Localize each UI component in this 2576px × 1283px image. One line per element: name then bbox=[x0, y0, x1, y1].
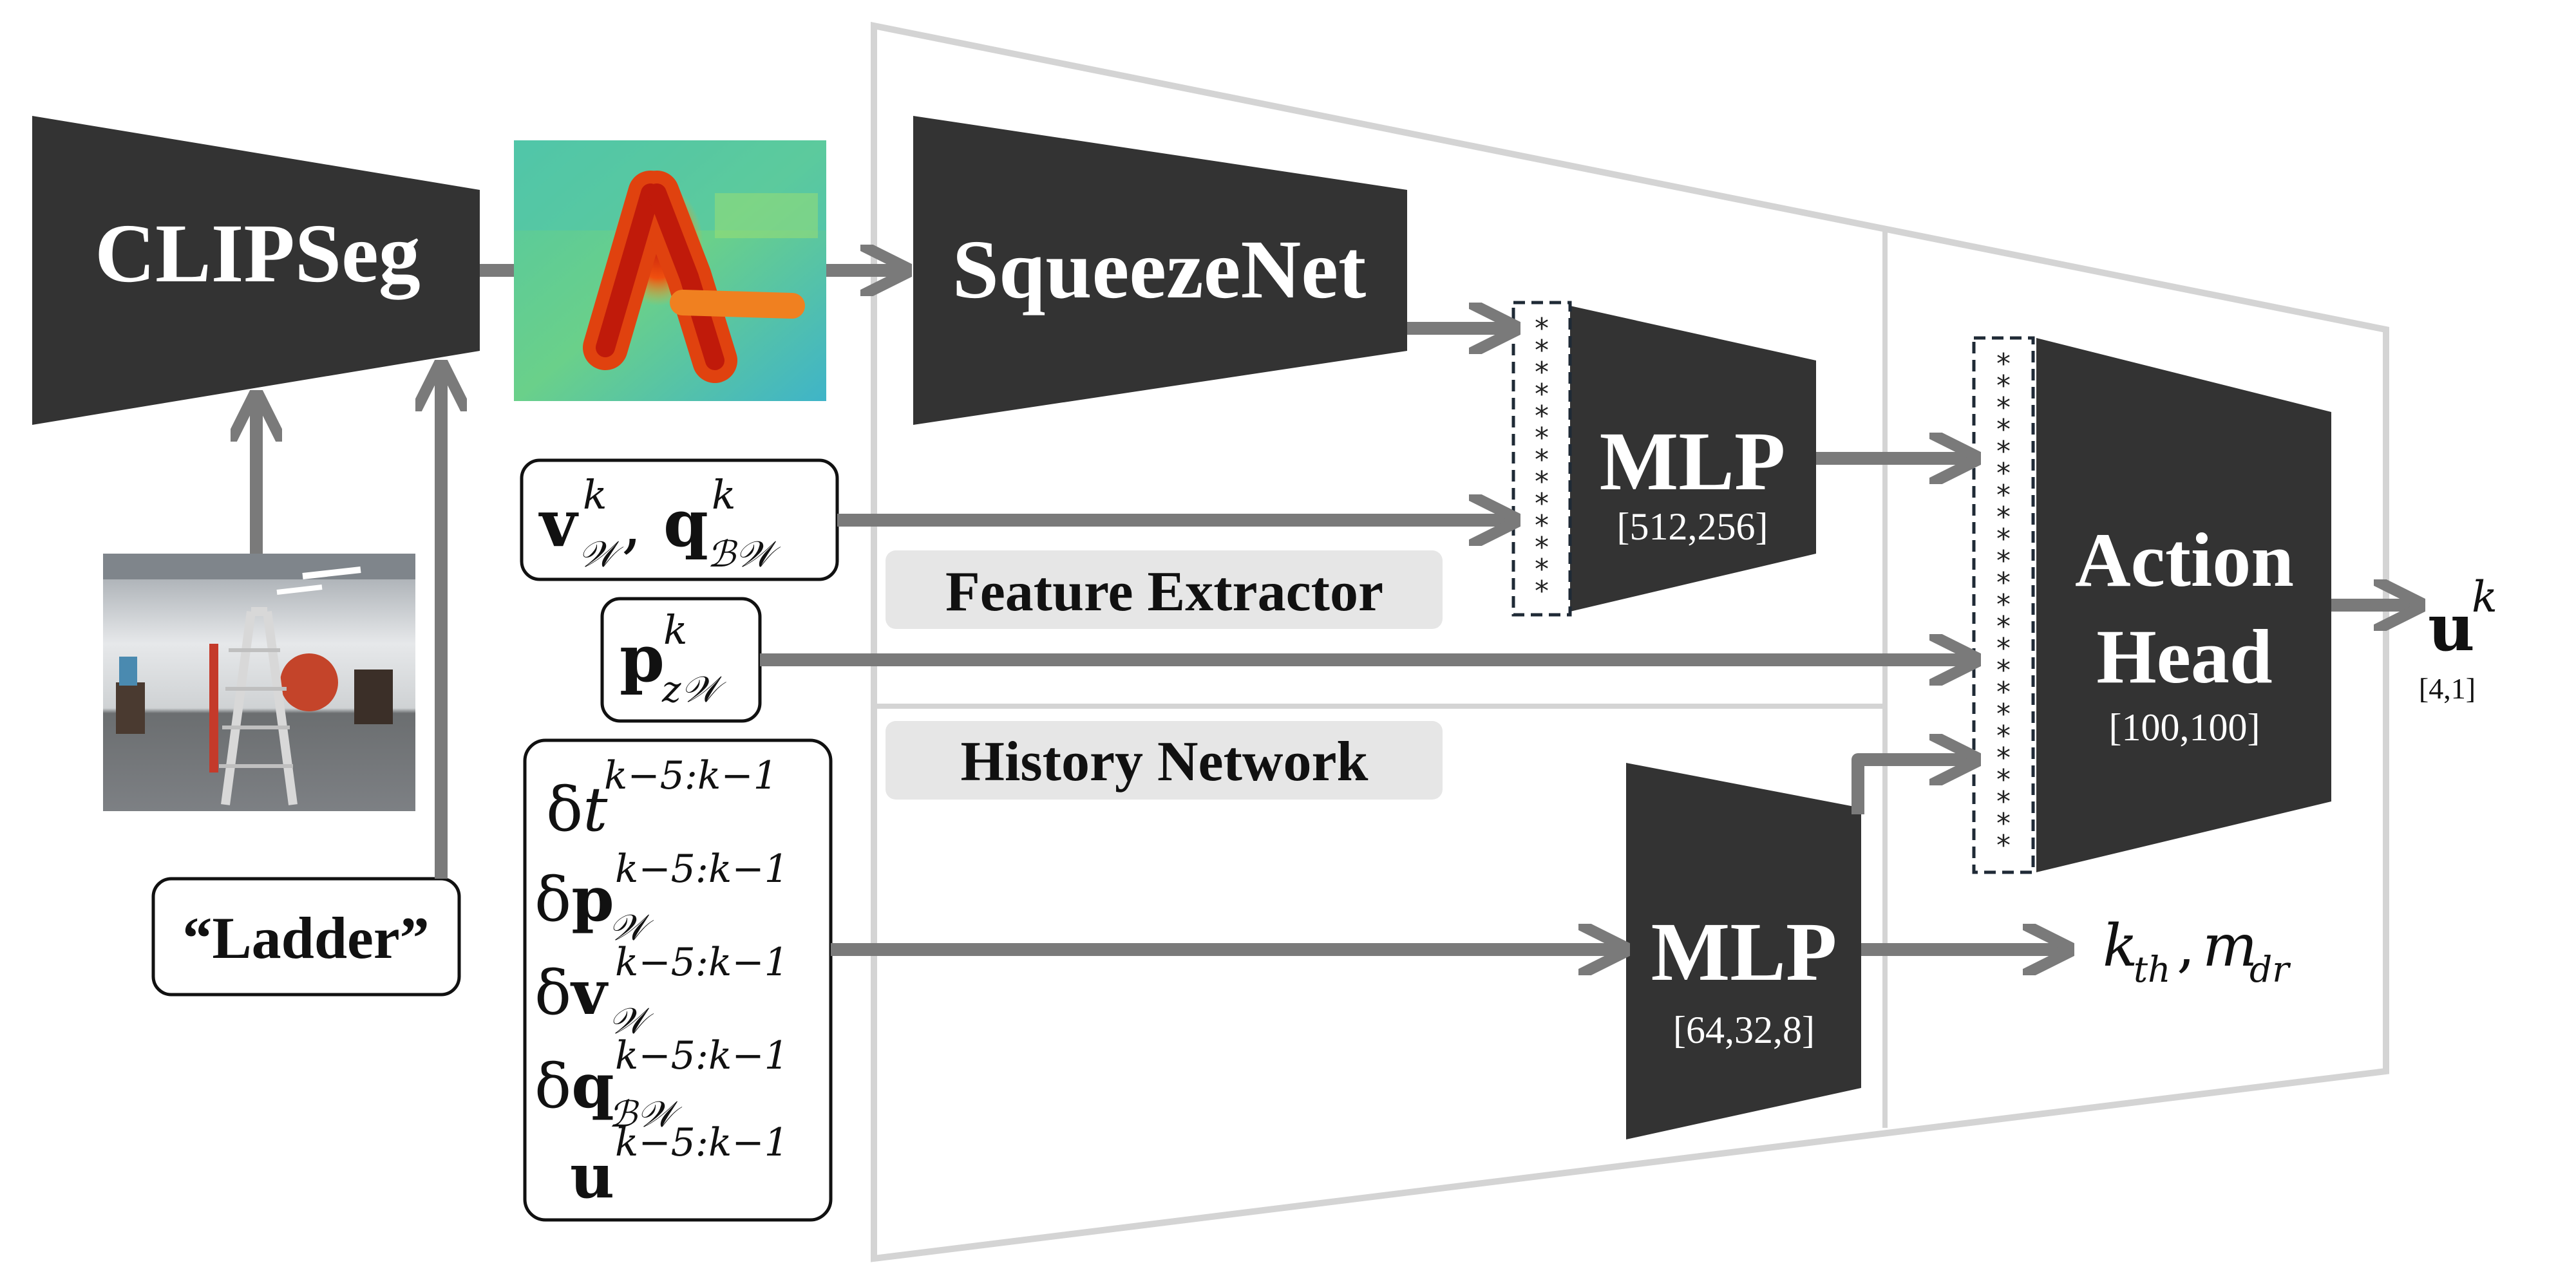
concat-element: * bbox=[1995, 501, 2012, 534]
concat-element: * bbox=[1995, 348, 2012, 380]
svg-text:k: k bbox=[2472, 572, 2497, 622]
svg-text:ℬ𝒲: ℬ𝒲 bbox=[707, 534, 781, 576]
concat-element: * bbox=[1995, 654, 2012, 687]
concat-element: * bbox=[1995, 567, 2012, 599]
feature-concat-vector: ************* bbox=[1511, 301, 1572, 617]
svg-text:k−5:k−1: k−5:k−1 bbox=[604, 753, 778, 798]
action-concat-vector: *********************** bbox=[1972, 336, 2035, 874]
concat-element: * bbox=[1533, 334, 1551, 367]
history-input: δt k−5:k−1 δp k−5:k−1 𝒲 δv k−5:k−1 𝒲 δq … bbox=[523, 738, 833, 1222]
svg-text:dr: dr bbox=[2249, 949, 2291, 990]
concat-element: * bbox=[1995, 763, 2012, 796]
concat-element: * bbox=[1995, 523, 2012, 556]
svg-text:k−5:k−1: k−5:k−1 bbox=[615, 940, 789, 985]
history-mlp-dims: [64,32,8] bbox=[1673, 1009, 1815, 1051]
squeezenet-label: SqueezeNet bbox=[952, 223, 1367, 316]
action-head-dims: [100,100] bbox=[2109, 706, 2260, 749]
concat-element: * bbox=[1995, 785, 2012, 818]
concat-element: * bbox=[1995, 413, 2012, 446]
history-network-label: History Network bbox=[961, 731, 1368, 793]
velocity-orientation-input: v k 𝒲 , q k ℬ𝒲 bbox=[520, 458, 839, 581]
svg-text:δq: δq bbox=[535, 1051, 614, 1122]
concat-element: * bbox=[1995, 720, 2012, 753]
concat-element: * bbox=[1995, 479, 2012, 512]
feature-mlp-dims: [512,256] bbox=[1617, 505, 1768, 548]
svg-text:δt: δt bbox=[546, 774, 608, 845]
svg-text:k−5:k−1: k−5:k−1 bbox=[615, 847, 789, 892]
svg-text:k−5:k−1: k−5:k−1 bbox=[615, 1120, 789, 1165]
clipseg-label: CLIPSeg bbox=[95, 207, 421, 300]
concat-element: * bbox=[1995, 457, 2012, 490]
concat-element: * bbox=[1533, 312, 1551, 345]
concat-element: * bbox=[1533, 465, 1551, 498]
svg-text:ℬ𝒲: ℬ𝒲 bbox=[609, 1094, 683, 1136]
concat-element: * bbox=[1533, 400, 1551, 433]
concat-element: * bbox=[1995, 435, 2012, 468]
action-head-block: Action Head [100,100] bbox=[2036, 338, 2331, 872]
clipseg-block: CLIPSeg bbox=[32, 116, 480, 425]
concat-element: * bbox=[1533, 575, 1551, 608]
svg-text:δv: δv bbox=[535, 957, 609, 1029]
svg-text:th: th bbox=[2134, 949, 2171, 990]
history-mlp-label: MLP bbox=[1651, 906, 1837, 998]
svg-text:u: u bbox=[570, 1141, 614, 1212]
concat-element: * bbox=[1995, 545, 2012, 577]
concat-element: * bbox=[1995, 676, 2012, 709]
svg-text:δp: δp bbox=[535, 864, 614, 935]
concat-element: * bbox=[1533, 487, 1551, 520]
concat-element: * bbox=[1533, 509, 1551, 542]
svg-text:k−5:k−1: k−5:k−1 bbox=[615, 1033, 789, 1078]
position-input: p k z𝒲 bbox=[600, 597, 762, 723]
action-head-label-1: Action bbox=[2075, 517, 2294, 603]
concat-element: * bbox=[1995, 610, 2012, 643]
concat-element: * bbox=[1533, 553, 1551, 586]
svg-text:,: , bbox=[2177, 912, 2195, 980]
history-mlp-block: MLP [64,32,8] bbox=[1626, 763, 1861, 1139]
arrows bbox=[256, 270, 2415, 950]
svg-text:p: p bbox=[620, 621, 665, 697]
concat-element: * bbox=[1533, 444, 1551, 476]
control-output: u k [4,1] bbox=[2419, 572, 2497, 705]
concat-element: * bbox=[1995, 391, 2012, 424]
prompt-label: “Ladder” bbox=[182, 905, 429, 971]
feature-extractor-tag: Feature Extractor bbox=[886, 550, 1443, 629]
squeezenet-block: SqueezeNet bbox=[913, 116, 1407, 425]
feature-mlp-label: MLP bbox=[1600, 415, 1786, 508]
concat-element: * bbox=[1995, 742, 2012, 774]
prompt-box: “Ladder” bbox=[151, 877, 461, 997]
svg-text:m: m bbox=[2202, 912, 2257, 980]
svg-text:k: k bbox=[2103, 912, 2138, 980]
segmentation-heatmap bbox=[514, 140, 826, 401]
concat-element: * bbox=[1533, 531, 1551, 564]
gain-output: k th , m dr bbox=[2103, 912, 2291, 990]
concat-element: * bbox=[1533, 422, 1551, 454]
concat-element: * bbox=[1995, 698, 2012, 731]
feature-extractor-label: Feature Extractor bbox=[945, 561, 1383, 623]
svg-text:u: u bbox=[2428, 590, 2475, 666]
concat-element: * bbox=[1533, 356, 1551, 389]
concat-element: * bbox=[1995, 807, 2012, 840]
concat-element: * bbox=[1995, 588, 2012, 621]
svg-text:q: q bbox=[663, 485, 708, 561]
svg-text:k: k bbox=[663, 606, 688, 653]
svg-text:z𝒲: z𝒲 bbox=[661, 669, 727, 711]
concat-element: * bbox=[1533, 378, 1551, 411]
arrow-history-action bbox=[1852, 760, 1971, 814]
concat-element: * bbox=[1995, 632, 2012, 665]
svg-text:k: k bbox=[712, 471, 736, 518]
history-network-tag: History Network bbox=[886, 721, 1443, 800]
svg-text:,: , bbox=[621, 486, 642, 561]
concat-element: * bbox=[1995, 370, 2012, 402]
concat-element: * bbox=[1995, 829, 2012, 862]
feature-mlp-block: MLP [512,256] bbox=[1570, 306, 1816, 612]
svg-text:k: k bbox=[583, 471, 607, 518]
action-head-label-2: Head bbox=[2096, 613, 2272, 699]
svg-text:v: v bbox=[538, 485, 579, 561]
camera-image bbox=[103, 554, 415, 811]
svg-text:[4,1]: [4,1] bbox=[2419, 672, 2476, 705]
